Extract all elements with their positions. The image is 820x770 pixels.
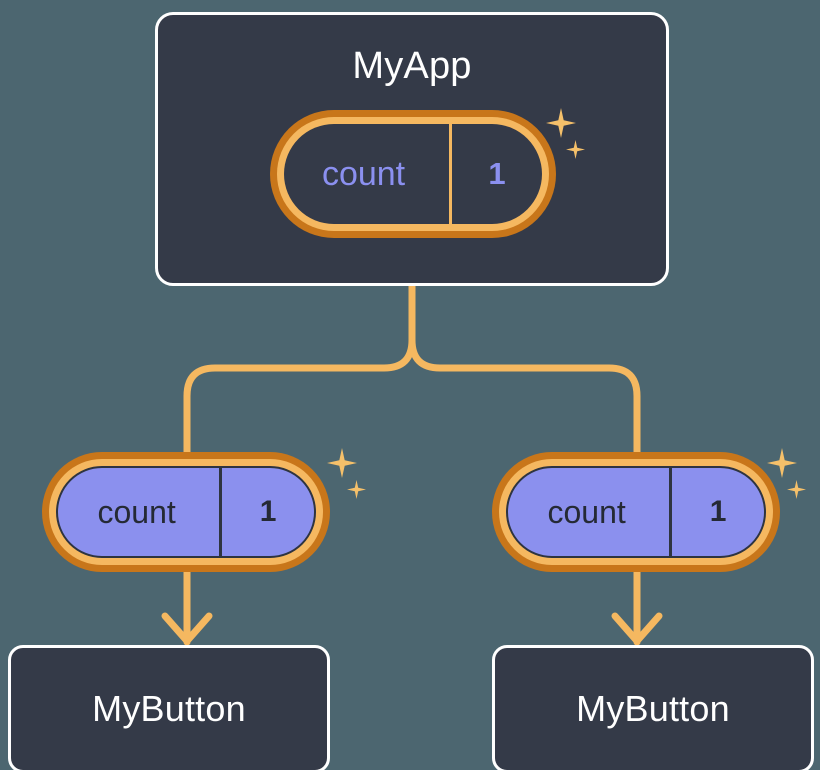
- state-value-label: 1: [669, 468, 764, 556]
- state-key-label: count: [97, 493, 176, 530]
- state-pill-myapp[interactable]: count 1: [270, 110, 556, 238]
- wire-to-right-child: [408, 282, 641, 456]
- state-key-label: count: [321, 154, 406, 193]
- state-value-label: 1: [219, 468, 314, 556]
- state-pill-ring-inner: count 1: [49, 459, 323, 565]
- arrow-head-left: [161, 612, 213, 645]
- state-pill-body: count 1: [56, 466, 316, 558]
- component-card-mybutton-right[interactable]: MyButton: [492, 645, 814, 770]
- component-card-mybutton-left[interactable]: MyButton: [8, 645, 330, 770]
- sparkle-icon: [787, 480, 806, 499]
- state-key-label: count: [547, 493, 626, 530]
- arrow-head-right: [611, 612, 663, 645]
- state-pill-body: count 1: [284, 124, 542, 224]
- state-pill-ring-inner: count 1: [499, 459, 773, 565]
- wire-to-left-child: [183, 282, 416, 456]
- component-title-mybutton: MyButton: [92, 688, 246, 729]
- sparkle-icon: [767, 448, 797, 478]
- state-pill-body: count 1: [506, 466, 766, 558]
- state-pill-child-right[interactable]: count 1: [492, 452, 780, 572]
- state-pill-child-left[interactable]: count 1: [42, 452, 330, 572]
- state-pill-ring-inner: count 1: [277, 117, 549, 231]
- sparkle-icon: [347, 480, 366, 499]
- component-title-mybutton: MyButton: [576, 688, 730, 729]
- component-title-myapp: MyApp: [352, 45, 472, 87]
- state-value-label: 1: [449, 124, 542, 224]
- sparkle-icon: [327, 448, 357, 478]
